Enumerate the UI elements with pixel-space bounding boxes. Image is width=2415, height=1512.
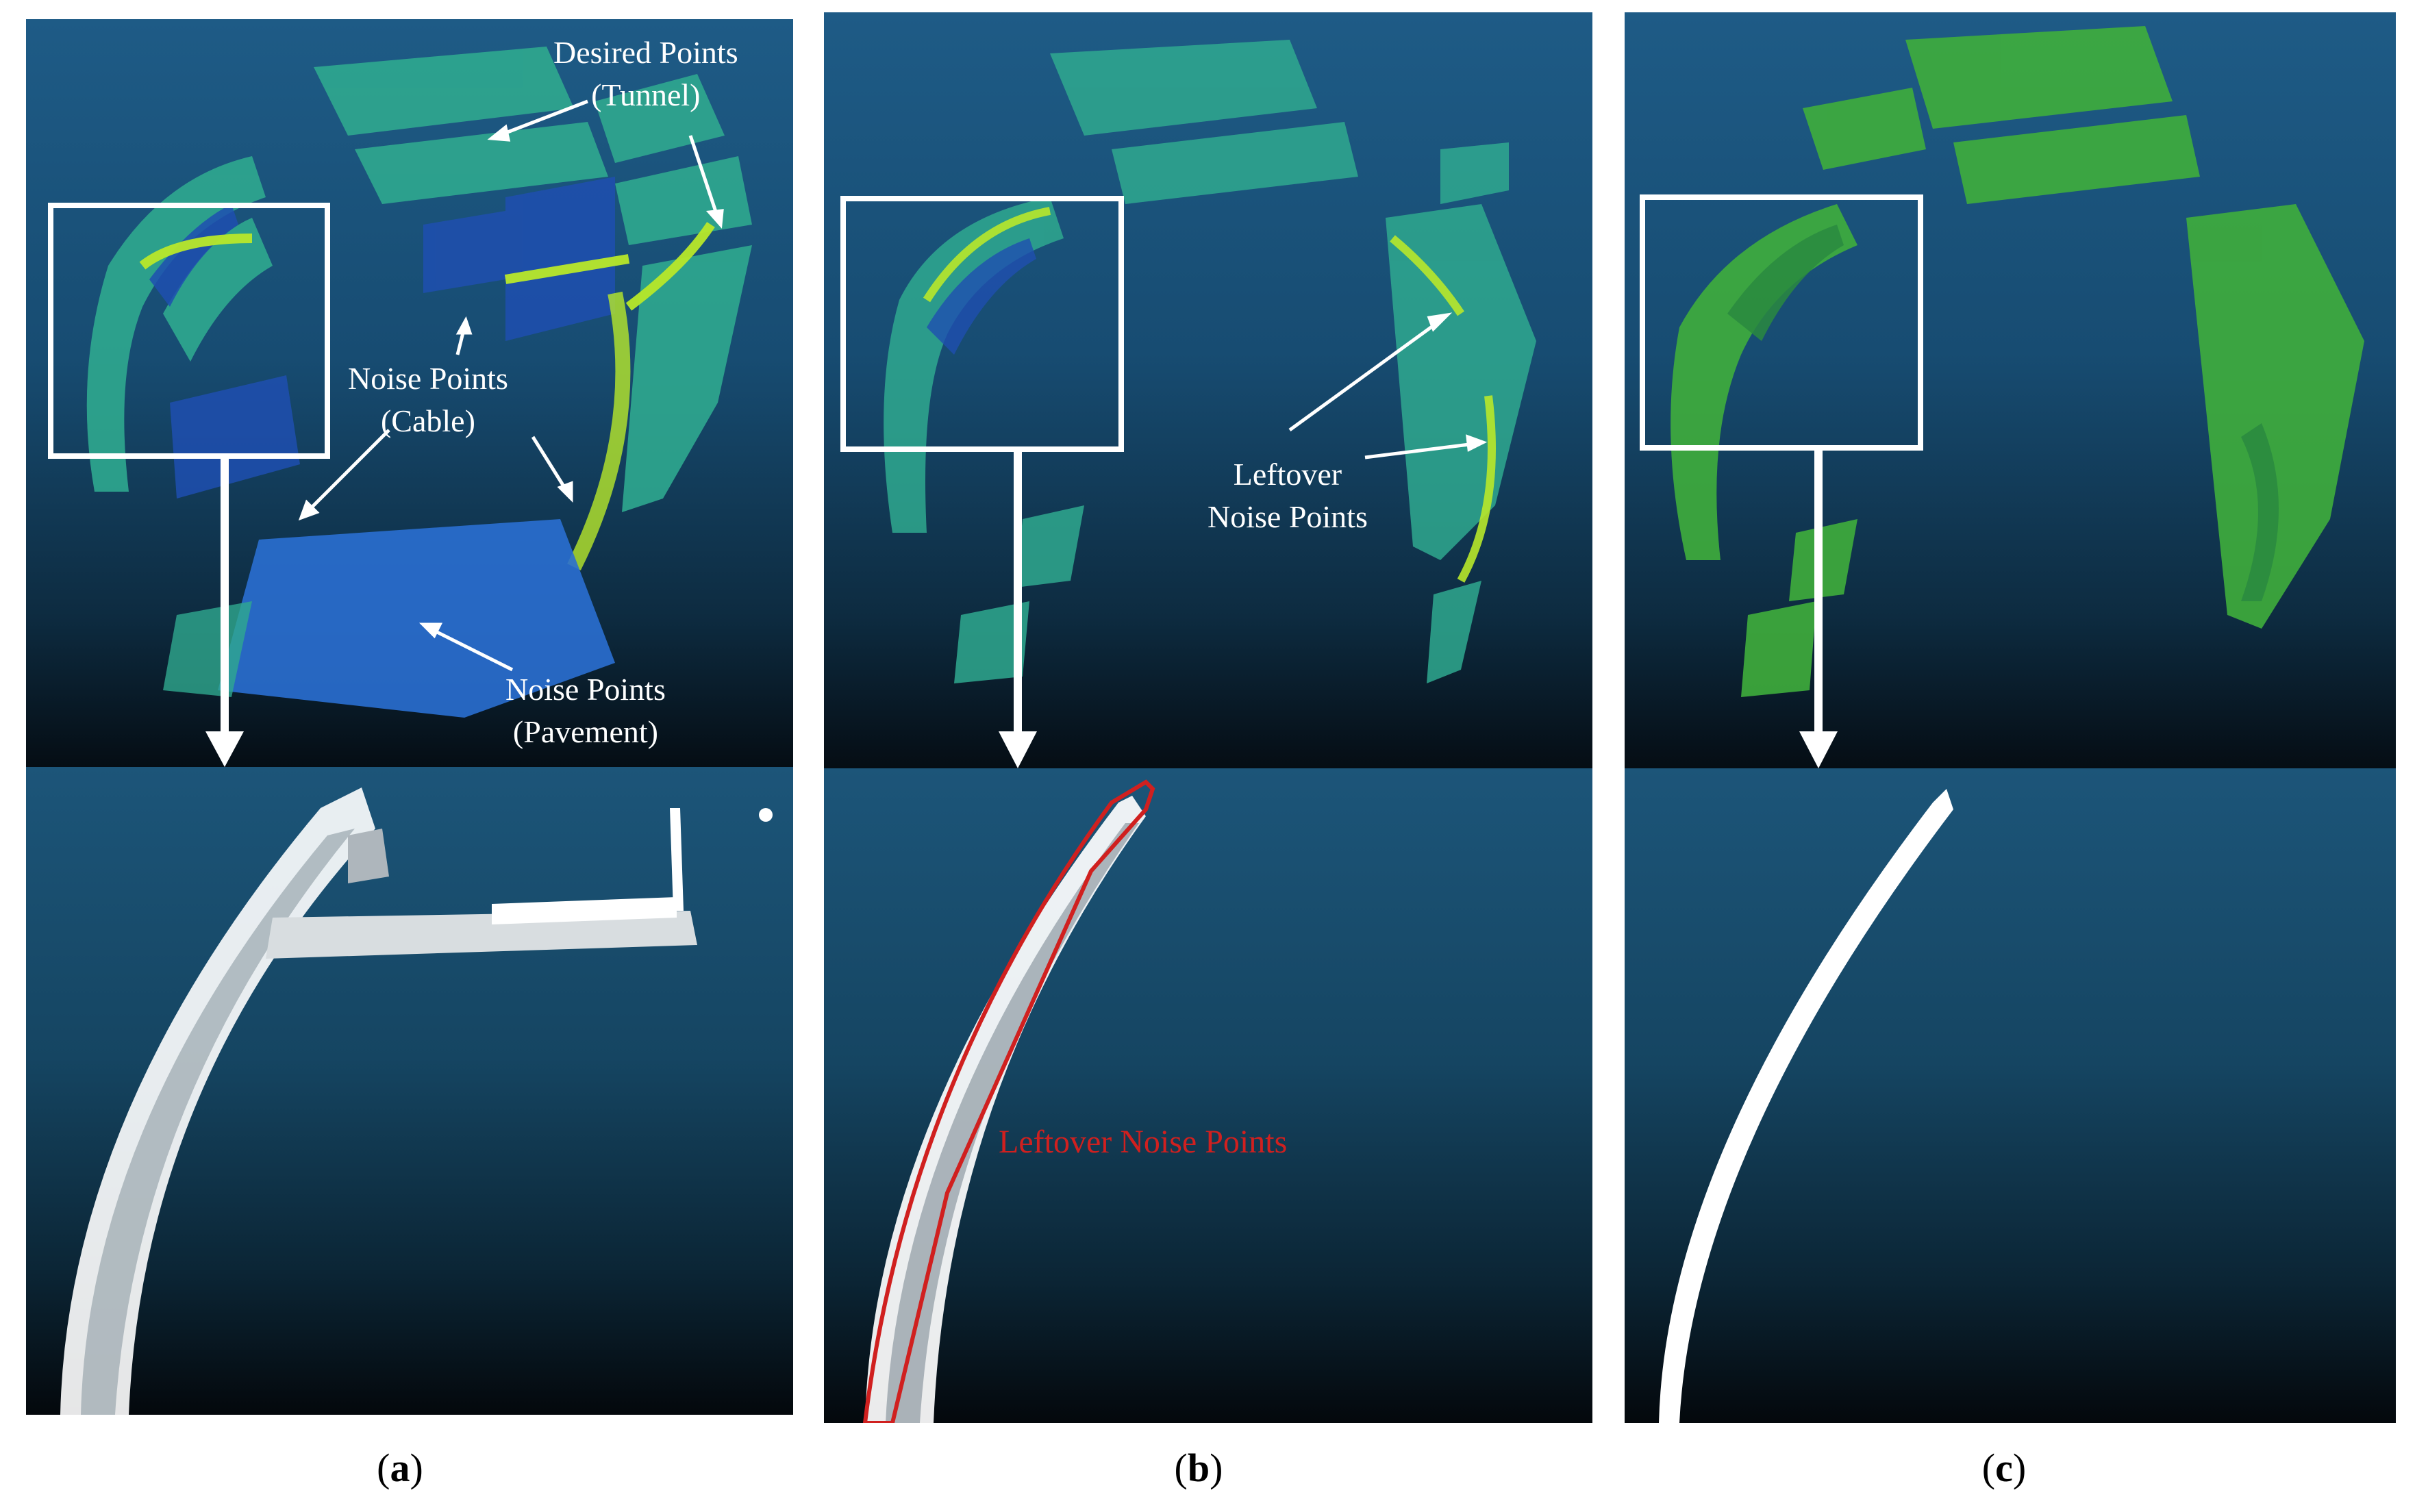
panel-b-point-cloud bbox=[840, 40, 1536, 768]
panel-c-top bbox=[1625, 12, 2396, 768]
panel-c-zoom-cloud bbox=[1659, 789, 1953, 1423]
panel-c-point-cloud bbox=[1640, 26, 2364, 768]
panel-a-zoom bbox=[26, 767, 793, 1415]
panel-b-zoom-cloud bbox=[862, 779, 1155, 1423]
caption-a: (a) bbox=[377, 1446, 423, 1490]
label-noise-pavement: Noise Points (Pavement) bbox=[505, 672, 666, 749]
caption-b: (b) bbox=[1174, 1446, 1223, 1490]
panel-c-zoom bbox=[1625, 768, 2396, 1423]
label-desired-points: Desired Points (Tunnel) bbox=[553, 35, 738, 112]
panel-a-point-cloud bbox=[48, 47, 752, 767]
caption-c: (c) bbox=[1981, 1446, 2027, 1490]
panel-a-top: Desired Points (Tunnel) Noise Points (Ca… bbox=[26, 19, 793, 767]
label-leftover-noise-red: Leftover Noise Points bbox=[999, 1124, 1288, 1160]
label-leftover-noise: Leftover Noise Points bbox=[1208, 457, 1368, 534]
panel-b-top: Leftover Noise Points bbox=[824, 12, 1592, 768]
panel-b-zoom: Leftover Noise Points bbox=[824, 768, 1592, 1423]
panel-a-zoom-cloud bbox=[60, 788, 773, 1415]
label-noise-cable: Noise Points (Cable) bbox=[348, 361, 508, 438]
